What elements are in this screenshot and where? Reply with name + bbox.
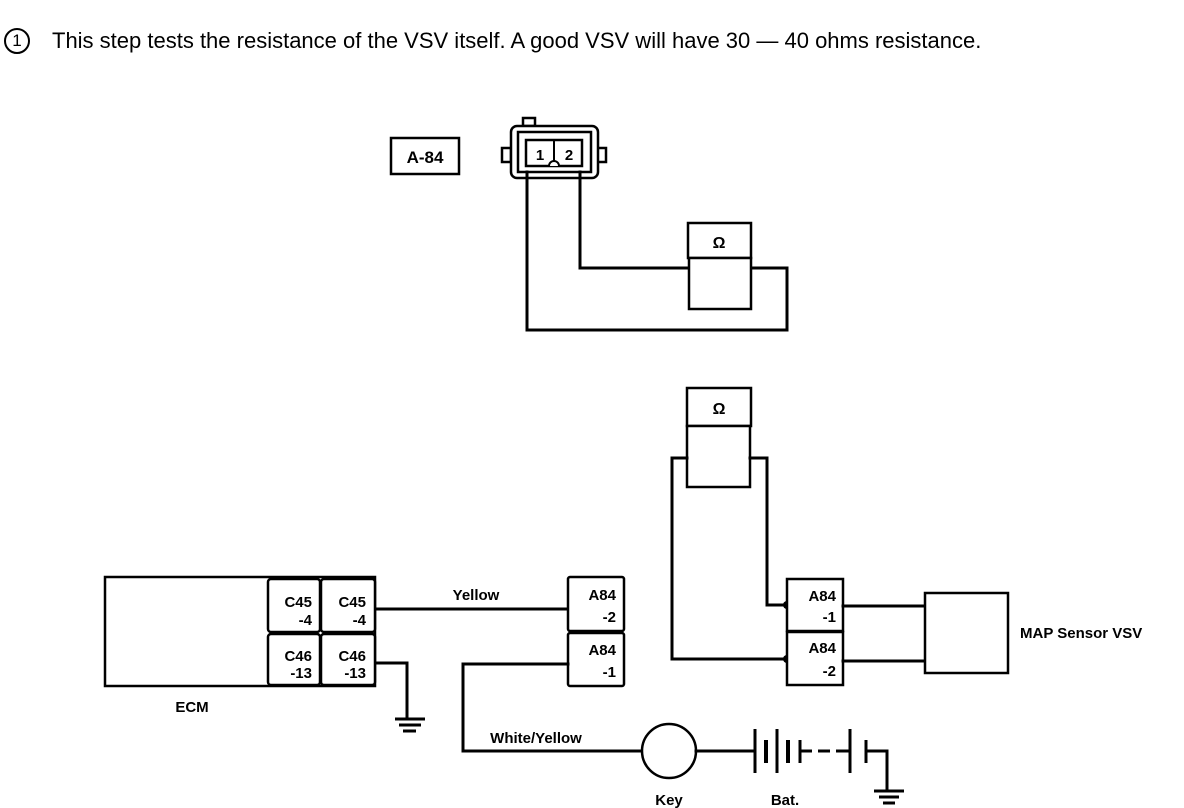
ohm-symbol: Ω [713, 401, 726, 418]
bottom-diagram: C45 -4 C45 -4 C46 -13 C46 -13 ECM Yellow… [103, 386, 1142, 808]
instruction-text: This step tests the resistance of the VS… [52, 28, 982, 53]
step-number-badge: 1 [4, 28, 30, 54]
terminal-connector: C45 [284, 594, 312, 611]
terminal-connector: A84 [808, 588, 836, 605]
meter-display [685, 386, 753, 428]
terminal-connector: C46 [284, 648, 312, 665]
key-label: Key [655, 792, 683, 808]
terminal-connector: A84 [588, 587, 616, 604]
terminal-pin: -4 [299, 612, 313, 629]
ecm-terminal-c45-b [319, 577, 377, 634]
ecm-label: ECM [175, 699, 208, 716]
wire-yellow-label: Yellow [453, 587, 500, 604]
ecm-terminal-c46-b [319, 632, 377, 687]
ohmmeter-icon: Ω [685, 386, 753, 489]
terminal-pin: -2 [823, 663, 836, 680]
middle-terminal-a84-2 [566, 575, 626, 633]
connector-label-box: A-84 [389, 136, 461, 176]
wire-meter-to-a84-1 [748, 456, 789, 607]
right-terminal-a84-1 [785, 577, 845, 633]
middle-connector: A84 -2 A84 -1 [566, 575, 626, 688]
wire-white-yellow-label: White/Yellow [490, 730, 582, 747]
pin-1-label: 1 [536, 147, 544, 164]
battery-label: Bat. [771, 792, 799, 808]
terminal-pin: -13 [290, 665, 312, 682]
terminal-pin: -4 [353, 612, 367, 629]
terminal-pin: -1 [823, 609, 836, 626]
middle-terminal-a84-1 [566, 631, 626, 688]
battery-icon [753, 729, 868, 773]
ecm-unit: C45 -4 C45 -4 C46 -13 C46 -13 ECM [103, 575, 377, 716]
meter-body [687, 256, 753, 311]
ohm-symbol: Ω [713, 235, 726, 252]
terminal-pin: -2 [603, 609, 616, 626]
ground-icon [874, 789, 904, 805]
top-diagram: A-84 1 2 Ω [389, 116, 789, 332]
meter-body [685, 424, 752, 489]
ohmmeter-icon: Ω [686, 221, 753, 311]
map-sensor-vsv-box [923, 591, 1010, 675]
pin-2-label: 2 [565, 147, 573, 164]
latch-notch [548, 160, 560, 167]
ecm-ground-wire [374, 661, 409, 720]
label-frame [389, 136, 461, 176]
terminal-pin: -1 [603, 664, 616, 681]
connector-tab-left [500, 146, 513, 164]
wire-pin1-to-meter [525, 170, 789, 332]
connector-label: A-84 [407, 148, 444, 167]
terminal-connector: C46 [338, 648, 366, 665]
key-switch-icon [640, 722, 698, 780]
instruction-line: 1 This step tests the resistance of the … [4, 28, 981, 54]
map-sensor-vsv-label: MAP Sensor VSV [1020, 625, 1142, 642]
right-connector: A84 -1 A84 -2 [785, 577, 845, 687]
right-terminal-a84-2 [785, 630, 845, 687]
terminal-connector: A84 [808, 640, 836, 657]
wire-meter-to-a84-2 [670, 456, 789, 661]
terminal-pin: -13 [344, 665, 366, 682]
terminal-connector: A84 [588, 642, 616, 659]
connector-a84-icon: 1 2 [500, 116, 608, 180]
battery-ground-wire [864, 749, 889, 792]
terminal-connector: C45 [338, 594, 366, 611]
wire-pin2-to-meter [578, 170, 690, 270]
ground-icon [395, 717, 425, 733]
wire-white-yellow [461, 662, 644, 753]
